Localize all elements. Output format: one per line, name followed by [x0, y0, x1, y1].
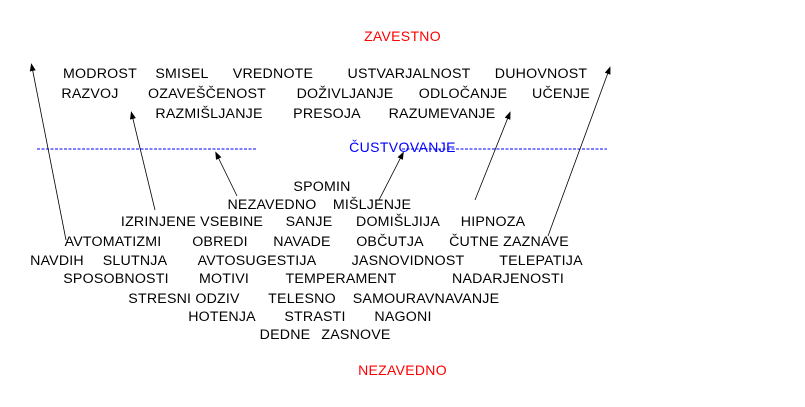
unconscious-row-4: AVTOMATIZMI OBREDI NAVADE OBČUTJA ČUTNE … — [0, 232, 805, 372]
term: SMISEL — [155, 66, 209, 82]
term: RAZMIŠLJANJE — [155, 106, 263, 122]
term: MOTIVI — [198, 271, 250, 287]
term: VREDNOTE — [232, 66, 314, 82]
term: AVTOMATIZMI — [64, 234, 162, 250]
term: RAZUMEVANJE — [388, 106, 496, 122]
conscious-row-2: RAZVOJ OZAVEŠČENOST DOŽIVLJANJE ODLOČANJ… — [0, 84, 805, 224]
term: TELEPATIJA — [499, 253, 583, 269]
unconscious-row-2: NEZAVEDNO MIŠLJENJE — [0, 195, 805, 275]
term: SANJE — [285, 214, 333, 230]
arrow-nezavedno — [215, 151, 238, 197]
term: DEDNE — [259, 327, 311, 343]
arrow-izrinjene — [130, 111, 156, 211]
term: OBČUTJA — [356, 234, 424, 250]
term: HIPNOZA — [460, 214, 526, 230]
term: SPOSOBNOSTI — [63, 271, 169, 287]
emotion-label: ČUSTVOVANJE — [349, 139, 456, 155]
term: RAZVOJ — [61, 86, 119, 102]
term: TEMPERAMENT — [285, 271, 397, 287]
term: STRASTI — [284, 309, 346, 325]
term: MODROST — [63, 66, 137, 82]
unconscious-row-5: NAVDIH SLUTNJA AVTOSUGESTIJA JASNOVIDNOS… — [0, 251, 805, 391]
arrow-avtomatizmi — [29, 63, 67, 241]
unconscious-row-3: IZRINJENE VSEBINE SANJE DOMIŠLJIJA HIPNO… — [0, 212, 805, 332]
term: SAMOURAVNAVANJE — [352, 291, 500, 307]
unconscious-row-1: SPOMIN — [0, 177, 805, 237]
term: DOŽIVLJANJE — [296, 86, 394, 102]
conscious-title: ZAVESTNO — [364, 28, 441, 44]
term: OBREDI — [192, 234, 248, 250]
term: AVTOSUGESTIJA — [197, 253, 317, 269]
unconscious-row-9: DEDNE ZASNOVE — [0, 325, 805, 405]
term: NAGONI — [374, 309, 432, 325]
unconscious-row-6: SPOSOBNOSTI MOTIVI TEMPERAMENT NADARJENO… — [0, 269, 805, 389]
term: HOTENJA — [188, 309, 256, 325]
term: OZAVEŠČENOST — [147, 86, 267, 102]
term: NAVDIH — [30, 253, 84, 269]
conscious-row-1: MODROST SMISEL VREDNOTE USTVARJALNOST DU… — [0, 64, 805, 204]
term: DOMIŠLJIJA — [356, 214, 440, 230]
term: NEZAVEDNO — [227, 197, 317, 213]
term: NAVADE — [273, 234, 331, 250]
term: SPOMIN — [293, 179, 351, 195]
term: ZASNOVE — [321, 327, 391, 343]
unconscious-row-7: STRESNI ODZIV TELESNO SAMOURAVNAVANJE — [0, 289, 805, 389]
arrow-misljenje — [378, 151, 404, 201]
term: DUHOVNOST — [494, 66, 588, 82]
term: UČENJE — [532, 86, 590, 102]
term: NADARJENOSTI — [452, 271, 564, 287]
term: MIŠLJENJE — [332, 197, 412, 213]
arrow-hipnoza — [474, 111, 511, 201]
term: TELESNO — [268, 291, 336, 307]
term: PRESOJA — [293, 106, 361, 122]
unconscious-row-8: HOTENJA STRASTI NAGONI — [0, 307, 805, 407]
unconscious-title: NEZAVEDNO — [358, 362, 447, 378]
term: SLUTNJA — [102, 253, 168, 269]
term: STRESNI ODZIV — [128, 291, 240, 307]
term: JASNOVIDNOST — [351, 253, 465, 269]
term: ODLOČANJE — [418, 86, 508, 102]
term: ČUTNE ZAZNAVE — [449, 234, 569, 250]
term: USTVARJALNOST — [347, 66, 471, 82]
conscious-row-3: RAZMIŠLJANJE PRESOJA RAZUMEVANJE — [0, 104, 805, 204]
arrow-zaznave — [547, 66, 611, 237]
term: IZRINJENE VSEBINE — [120, 214, 264, 230]
